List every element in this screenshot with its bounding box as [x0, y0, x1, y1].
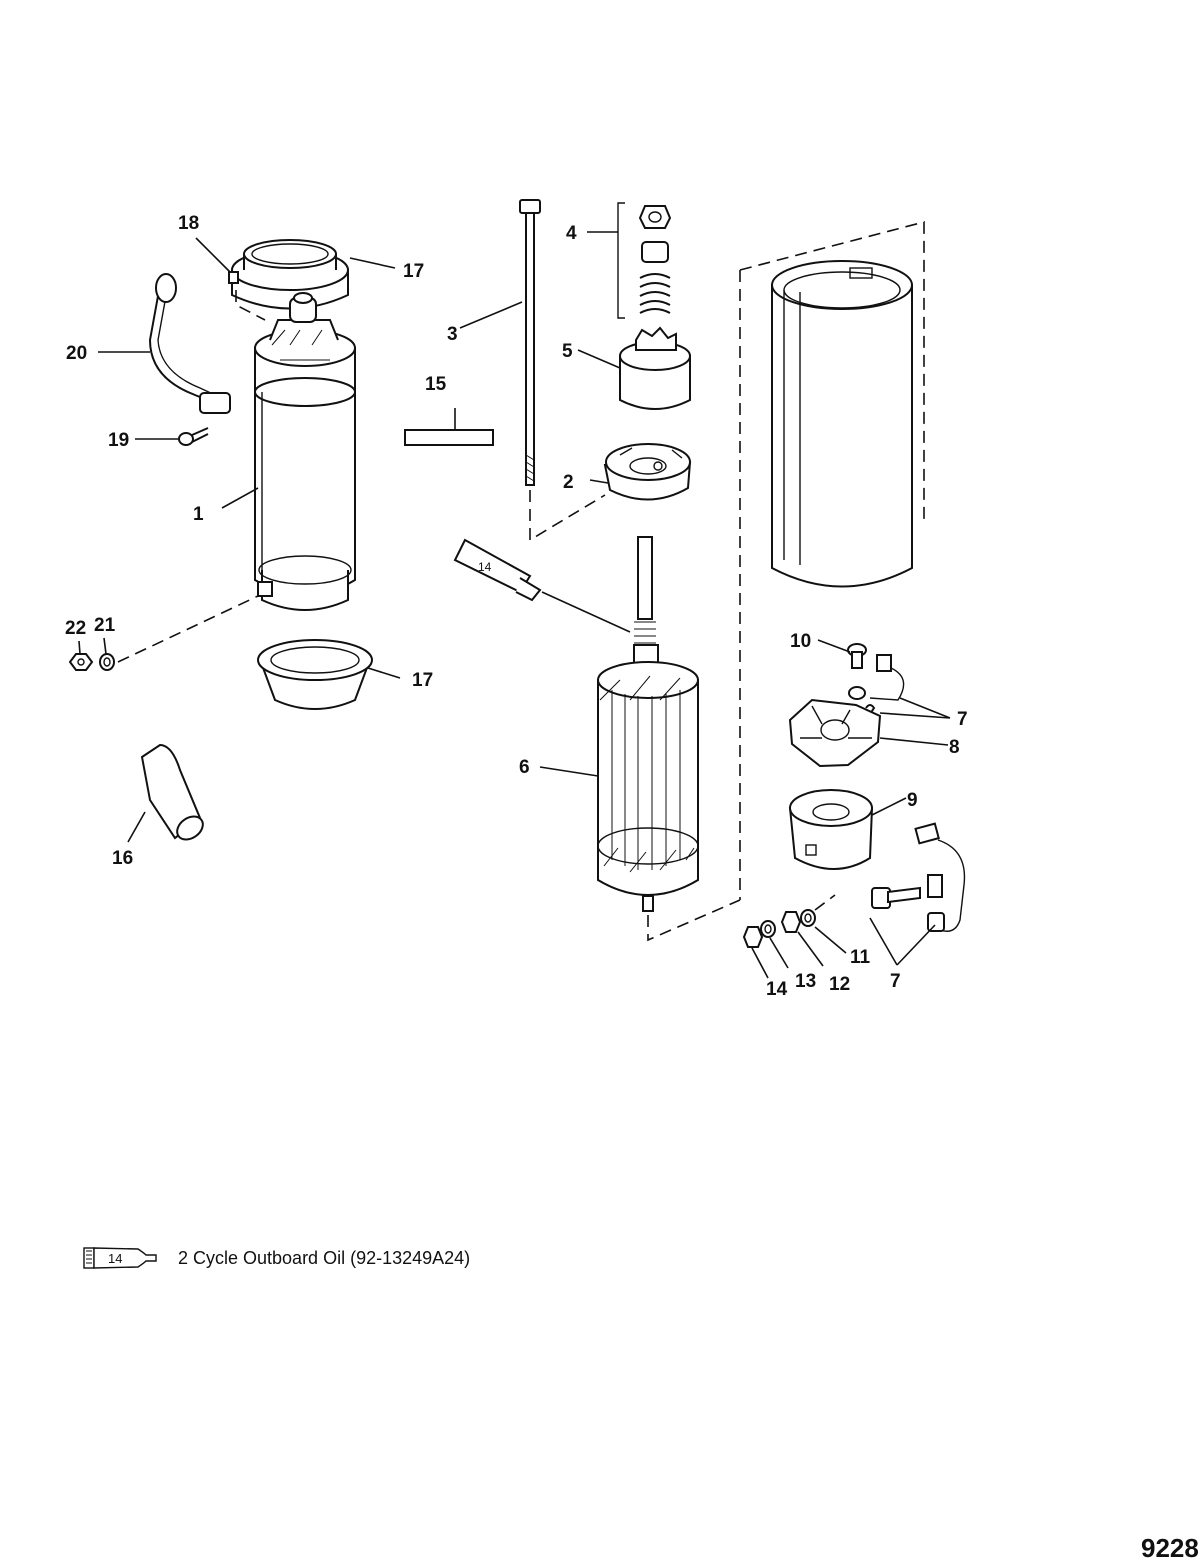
washer-21	[99, 653, 115, 671]
callout-17a: 17	[403, 261, 424, 282]
washer-11	[800, 909, 816, 927]
callout-15: 15	[425, 374, 447, 395]
armature-6	[597, 536, 699, 912]
callout-8: 8	[949, 737, 960, 758]
lubricant-tube-14: 14	[453, 538, 542, 602]
frame-dash-line	[739, 220, 925, 900]
callout-4: 4	[566, 223, 577, 244]
callout-7b: 7	[890, 971, 901, 992]
callout-20: 20	[66, 343, 87, 364]
callout-10: 10	[790, 631, 811, 652]
stud-dash-line	[117, 595, 259, 663]
screw-10	[847, 643, 867, 669]
end-cap-2	[603, 443, 692, 501]
figure-number: 9228	[1141, 1533, 1199, 1563]
terminal-7-lower	[871, 822, 966, 932]
nut-14	[742, 926, 764, 948]
callout-18: 18	[178, 213, 199, 234]
leader-lines	[78, 231, 951, 979]
through-bolt-3	[519, 199, 541, 486]
ring-17-bottom	[257, 639, 373, 710]
callout-9: 9	[907, 790, 918, 811]
callout-1: 1	[193, 504, 204, 525]
bolt-dash-line	[529, 490, 606, 542]
brush-plate-8	[788, 698, 882, 768]
screw-19	[178, 427, 209, 446]
hardware-stack-4	[617, 202, 672, 319]
ring-17-top	[231, 239, 349, 310]
callout-6: 6	[519, 757, 530, 778]
callout-14: 14	[766, 979, 788, 1000]
frame-shell	[771, 260, 913, 588]
tube-label: 14	[478, 560, 492, 574]
armature-dash-line	[647, 899, 741, 942]
callout-13: 13	[795, 971, 816, 992]
hardware-dash-line	[814, 894, 836, 911]
callout-labels: 1 2 3 4 5 6 7 7 8 9 10 11 12 13 14 15 16…	[65, 213, 968, 1000]
decal-15	[404, 429, 494, 446]
boot-16	[140, 743, 204, 841]
callout-17b: 17	[412, 670, 433, 691]
callout-12: 12	[829, 974, 850, 995]
cable-20	[148, 273, 231, 414]
legend-text: 2 Cycle Outboard Oil (92-13249A24)	[178, 1247, 471, 1268]
legend-tube-label: 14	[108, 1251, 122, 1266]
tube-leader	[541, 591, 631, 633]
callout-11: 11	[850, 947, 871, 968]
callout-22: 22	[65, 618, 86, 639]
nut-22	[68, 653, 94, 671]
lockwasher-13	[760, 920, 776, 938]
legend: 14 2 Cycle Outboard Oil (92-13249A24)	[82, 1243, 470, 1273]
clip-18	[228, 271, 266, 321]
end-cap-9	[788, 789, 874, 870]
callout-5: 5	[562, 341, 573, 362]
callout-7a: 7	[957, 709, 968, 730]
drive-gear-5	[619, 326, 691, 410]
nut-12	[780, 911, 802, 933]
callout-21: 21	[94, 615, 116, 636]
callout-16: 16	[112, 848, 133, 869]
callout-3: 3	[447, 324, 458, 345]
legend-tube-icon: 14	[83, 1247, 157, 1269]
starter-motor-1	[254, 292, 356, 611]
callout-2: 2	[563, 472, 574, 493]
callout-19: 19	[108, 430, 129, 451]
